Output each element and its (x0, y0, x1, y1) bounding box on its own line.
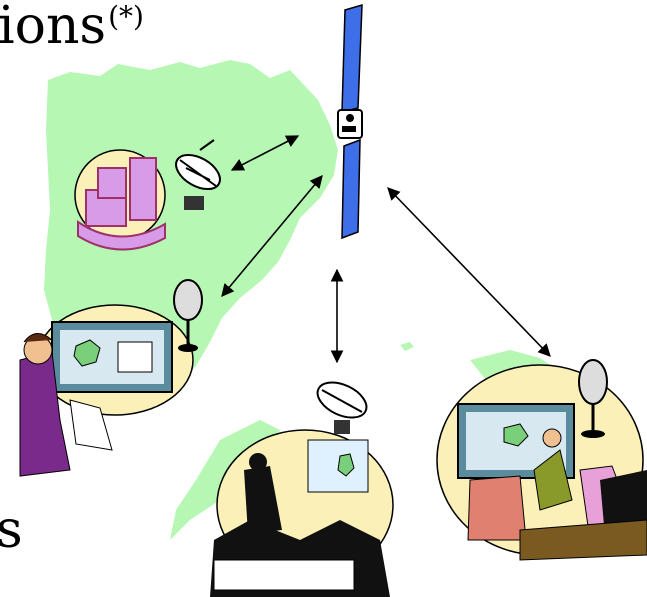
dish-antenna-icon (175, 139, 221, 210)
satellite-icon (337, 3, 363, 240)
link-arrow-meeting-room (387, 187, 551, 357)
map-speck (400, 342, 414, 351)
link-arrow-ground-station (230, 135, 300, 171)
ground-station-icon (74, 149, 166, 251)
title-fragment: ions(*) (0, 0, 144, 56)
teleconference-icon (19, 304, 194, 477)
classroom-icon (210, 429, 394, 597)
dish-antenna-icon (316, 381, 368, 434)
microphone-antenna-icon (578, 359, 608, 438)
bottom-text-fragment: s (0, 500, 23, 560)
meeting-room-icon (436, 364, 647, 561)
microphone-antenna-icon (173, 279, 203, 352)
title-superscript: (*) (108, 0, 144, 33)
link-arrow-teleconference (221, 175, 323, 297)
